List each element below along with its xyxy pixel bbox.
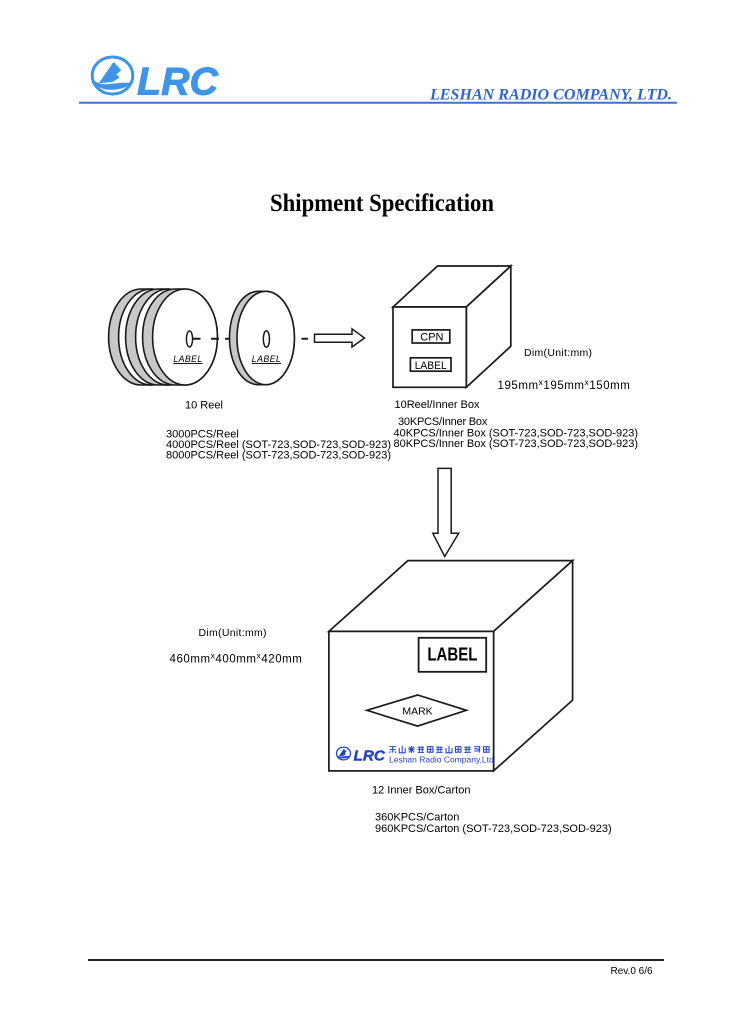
- svg-text:30KPCS/Inner Box: 30KPCS/Inner Box: [398, 416, 488, 428]
- svg-text:Shipment Specification: Shipment Specification: [270, 190, 494, 217]
- svg-text:MARK: MARK: [402, 705, 432, 717]
- svg-text:LESHAN RADIO COMPANY, LTD.: LESHAN RADIO COMPANY, LTD.: [429, 87, 672, 104]
- svg-text:Leshan Radio Company,Ltd: Leshan Radio Company,Ltd: [389, 755, 494, 765]
- svg-text:3000PCS/Reel: 3000PCS/Reel: [166, 429, 239, 441]
- svg-text:10 Reel: 10 Reel: [185, 400, 223, 412]
- svg-text:CPN: CPN: [420, 332, 443, 344]
- svg-text:LABEL: LABEL: [427, 645, 477, 665]
- svg-text:195mmx195mmx150mm: 195mmx195mmx150mm: [498, 377, 631, 392]
- svg-text:LRC: LRC: [354, 749, 386, 765]
- svg-text:4000PCS/Reel (SOT-723,SOD-723,: 4000PCS/Reel (SOT-723,SOD-723,SOD-923): [166, 439, 391, 451]
- svg-text:Dim(Unit:mm): Dim(Unit:mm): [199, 627, 267, 639]
- svg-text:LABEL: LABEL: [173, 354, 202, 364]
- svg-text:40KPCS/Inner Box (SOT-723,SOD-: 40KPCS/Inner Box (SOT-723,SOD-723,SOD-92…: [394, 427, 639, 439]
- svg-text:460mmx400mmx420mm: 460mmx400mmx420mm: [170, 651, 303, 666]
- svg-text:LABEL: LABEL: [415, 360, 447, 372]
- svg-text:Dim(Unit:mm): Dim(Unit:mm): [524, 347, 592, 359]
- svg-text:10Reel/Inner Box: 10Reel/Inner Box: [395, 399, 480, 411]
- svg-text:360KPCS/Carton: 360KPCS/Carton: [375, 812, 459, 824]
- svg-text:LRC: LRC: [137, 61, 219, 104]
- svg-text:8000PCS/Reel (SOT-723,SOD-723,: 8000PCS/Reel (SOT-723,SOD-723,SOD-923): [166, 449, 391, 461]
- svg-text:LABEL: LABEL: [252, 354, 281, 364]
- svg-text:Rev.0 6/6: Rev.0 6/6: [611, 966, 653, 977]
- svg-text:12 Inner Box/Carton: 12 Inner Box/Carton: [372, 785, 470, 797]
- svg-text:80KPCS/Inner Box (SOT-723,SOD-: 80KPCS/Inner Box (SOT-723,SOD-723,SOD-92…: [394, 438, 639, 450]
- svg-text:960KPCS/Carton (SOT-723,SOD-72: 960KPCS/Carton (SOT-723,SOD-723,SOD-923): [375, 823, 612, 835]
